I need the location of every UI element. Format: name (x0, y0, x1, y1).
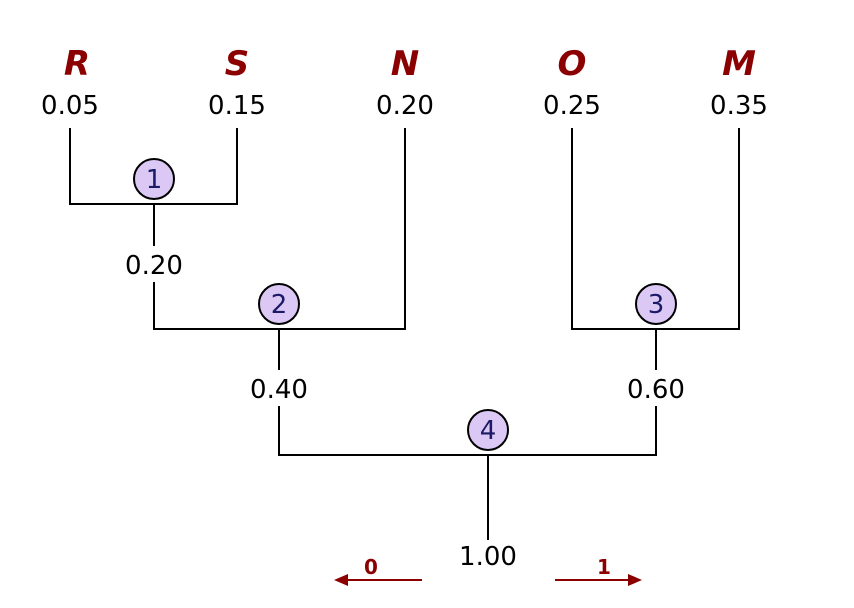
leaf-probability-n: 0.20 (376, 91, 434, 121)
merge-step-node-3: 3 (635, 283, 677, 325)
leaf-probability-o: 0.25 (543, 91, 601, 121)
right-bit-label: 1 (597, 555, 611, 579)
merge-step-number-2: 2 (271, 290, 288, 320)
leaf-symbol-m: M (722, 44, 756, 84)
right-arrow-head-icon (628, 574, 642, 586)
leaf-probabilities: 0.05 0.15 0.20 0.25 0.35 (41, 91, 768, 121)
merge-probability-3: 0.60 (627, 375, 685, 405)
leaf-symbol-o: O (558, 44, 587, 84)
leaf-symbol-s: S (225, 44, 250, 84)
merge-step-node-4: 4 (467, 409, 509, 451)
merge-probability-2: 0.40 (250, 375, 308, 405)
merge-probabilities: 0.20 0.40 0.60 1.00 (125, 251, 685, 572)
merge-step-number-3: 3 (648, 290, 665, 320)
leaf-probability-r: 0.05 (41, 91, 99, 121)
right-bit-arrow: 1 (555, 555, 642, 586)
left-bit-label: 0 (364, 555, 378, 579)
merge-step-node-1: 1 (133, 158, 175, 200)
merge-probability-1: 0.20 (125, 251, 183, 281)
merge-step-number-4: 4 (480, 416, 497, 446)
tree-edges (69, 128, 740, 540)
merge-probability-4: 1.00 (459, 542, 517, 572)
leaf-symbol-n: N (391, 44, 419, 84)
left-bit-arrow: 0 (334, 555, 422, 586)
leaf-symbol-r: R (64, 44, 90, 84)
leaf-probability-m: 0.35 (710, 91, 768, 121)
merge-step-nodes: 1 2 3 4 (133, 158, 677, 451)
edge-merge-4 (278, 406, 657, 456)
leaf-probability-s: 0.15 (208, 91, 266, 121)
leaf-symbols: R S N O M (64, 44, 756, 84)
merge-step-number-1: 1 (146, 165, 163, 195)
merge-step-node-2: 2 (258, 283, 300, 325)
left-arrow-head-icon (334, 574, 348, 586)
bit-legend: 0 1 (334, 555, 642, 586)
